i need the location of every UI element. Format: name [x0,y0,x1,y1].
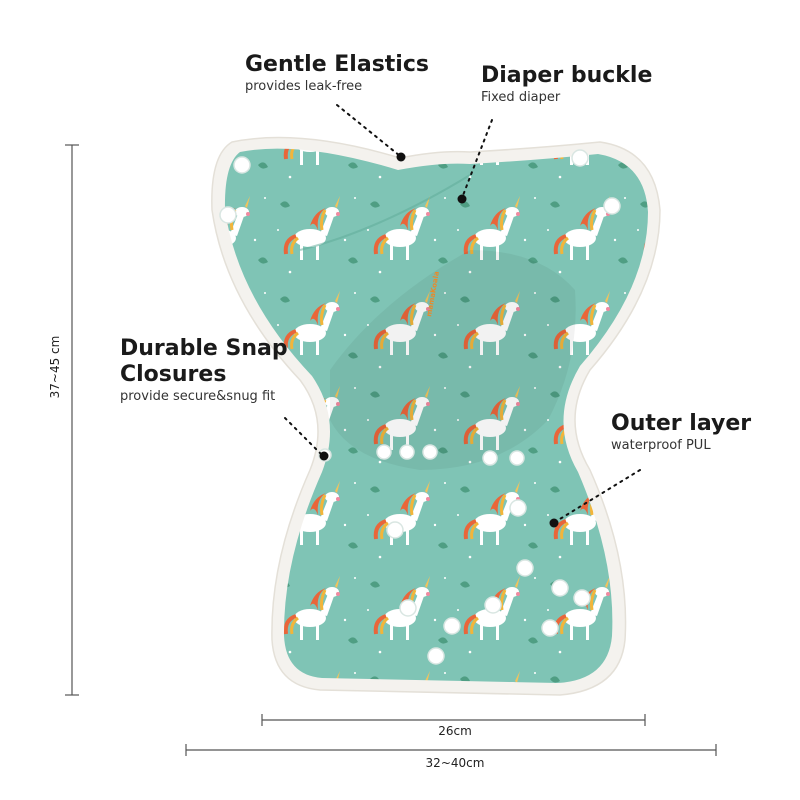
height-dimension-line [65,144,79,696]
outer-width-label: 32~40cm [425,756,485,770]
callout-snap-closures: Durable Snap Closures provide secure&snu… [120,336,288,405]
callout-gentle-elastics: Gentle Elastics provides leak-free [245,52,429,95]
callout-leaders [284,104,641,523]
callout-title: Gentle Elastics [245,52,429,77]
outer-width-dimension-line [185,744,717,756]
callout-title: Outer layer [611,411,752,436]
diaper-fabric [224,148,649,684]
inner-width-dimension-line [261,714,646,726]
callout-subtitle: provide secure&snug fit [120,389,276,404]
callout-outer-layer: Outer layer waterproof PUL [611,411,751,454]
callout-diaper-buckle: Diaper buckle Fixed diaper [481,63,652,106]
callout-title-line2: Closures [120,362,227,387]
callout-title-line1: Durable Snap [120,336,288,361]
callout-dots [319,152,559,528]
inner-width-label: 26cm [438,724,472,738]
callout-subtitle: provides leak-free [245,79,363,94]
snap-buttons [219,149,621,665]
callout-subtitle: waterproof PUL [611,438,711,453]
callout-subtitle: Fixed diaper [481,90,561,105]
callout-title: Diaper buckle [481,63,653,88]
inner-fold [330,250,576,470]
height-label: 37~45 cm [48,335,62,399]
